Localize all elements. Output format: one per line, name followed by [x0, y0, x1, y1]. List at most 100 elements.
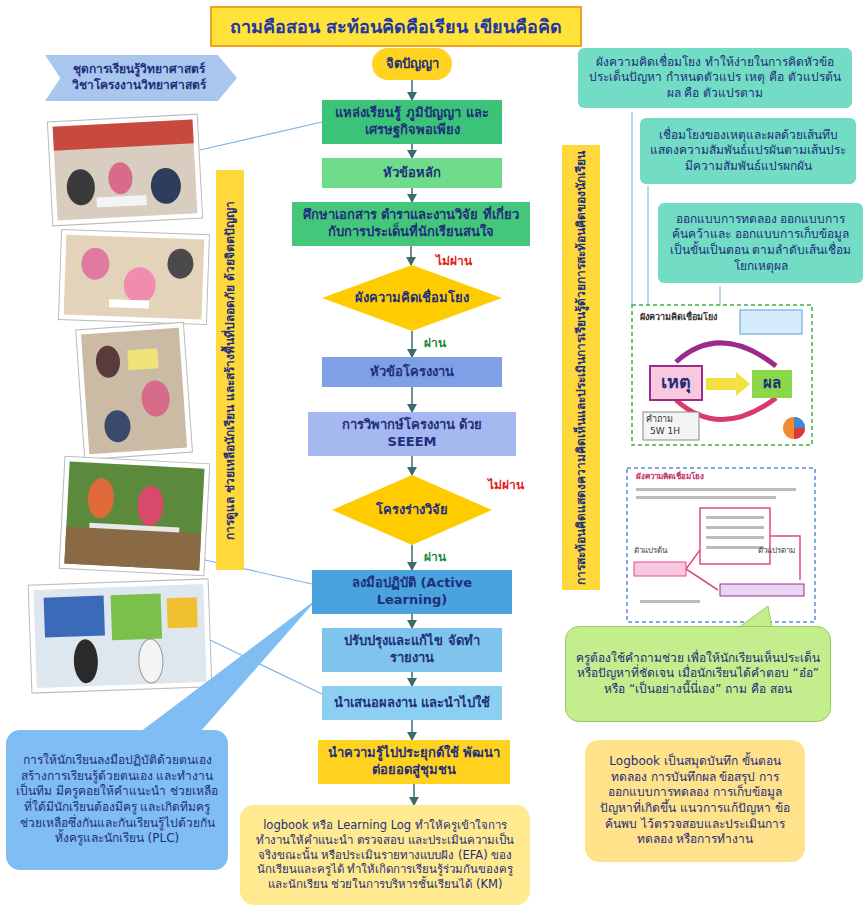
end-box: นำความรู้ไปประยุกต์ใช้ พัฒนาต่อยอดสู่ชุม…: [318, 740, 510, 784]
node-text: หัวข้อหลัก: [383, 165, 441, 182]
drawn-rect: [167, 597, 198, 628]
drawn-ellipse: [138, 639, 164, 684]
drawn-rect: [640, 600, 700, 603]
flow-connector: [411, 720, 413, 740]
drawn-rect: [632, 305, 812, 445]
drawn-rect: [636, 496, 776, 499]
process-box: นำเสนอผลงาน และนำไปใช้: [322, 686, 502, 720]
process-box: การวิพากษ์โครงงาน ด้วย SEEEM: [308, 412, 516, 456]
drawn-rect: [643, 412, 699, 440]
drawn-rect: [47, 114, 202, 226]
decision-diamond: ผังความคิดเชื่อมโยง: [322, 265, 502, 331]
drawn-rect: [636, 488, 796, 491]
drawn-ellipse: [140, 380, 170, 418]
drawn-ellipse: [136, 485, 164, 526]
drawn-rect: [44, 596, 105, 638]
drawn-ellipse: [108, 162, 134, 195]
edge-label: ผ่าน: [422, 550, 448, 564]
photo: [28, 579, 212, 693]
note-callout: เชื่อมโยงของเหตุและผลด้วยเส้นทึบ แสดงควา…: [640, 118, 856, 184]
node-text: ครูต้องใช้คำถามช่วย เพื่อให้นักเรียนเห็น…: [575, 651, 821, 698]
start-terminal: จิตปัญญา: [372, 48, 452, 80]
flow-connector: [411, 387, 413, 412]
flow-connector: [413, 784, 415, 805]
side-band: การดูแล ช่วยเหลือนักเรียน และสร้างพื้นที…: [216, 170, 244, 570]
callout-tail: [738, 606, 772, 628]
node-text: นำความรู้ไปประยุกต์ใช้ พัฒนาต่อยอดสู่ชุม…: [327, 745, 501, 779]
drawn-ellipse: [103, 409, 131, 443]
process-box: ลงมือปฏิบัติ (Active Learning): [312, 570, 512, 614]
drawn-rect: [64, 462, 204, 571]
drawn-ellipse: [95, 345, 121, 379]
node-text: Logbook เป็นสมุดบันทึก ขั้นตอนทดลอง การบ…: [594, 754, 796, 848]
drawn-rect: [96, 195, 146, 208]
flow-connector: [411, 614, 413, 628]
flow-connector: [411, 672, 413, 686]
free-label: ตัวแปรต้น: [634, 546, 667, 556]
process-box: หัวข้อโครงงาน: [322, 357, 502, 387]
note-callout: ผังความคิดเชื่อมโยง ทำให้ง่ายในการคิดหัว…: [578, 48, 852, 108]
node-text: ผังความคิดเชื่อมโยง ทำให้ง่ายในการคิดหัว…: [587, 55, 843, 102]
mind-map-image: [632, 305, 812, 445]
node-text: ปรับปรุงและแก้ไข จัดทำรายงาน: [331, 633, 493, 667]
drawn-ellipse: [81, 247, 110, 280]
course-ribbon: ชุดการเรียนรู้วิทยาศาสตร์ วิชาโครงงานวิท…: [45, 55, 237, 101]
drawn-ellipse: [167, 248, 194, 279]
photo: [58, 229, 209, 324]
drawn-rect: [64, 526, 201, 570]
free-label: ผังความคิดเชื่อมโยง: [636, 472, 704, 482]
node-text: การวิพากษ์โครงงาน ด้วย SEEEM: [317, 417, 507, 451]
drawn-rect: [58, 229, 209, 324]
free-label: ผล: [752, 374, 792, 392]
node-text: ศึกษาเอกสาร ตำราและงานวิจัย ที่เกี่ยวกับ…: [301, 207, 521, 241]
process-box: ปรับปรุงและแก้ไข จัดทำรายงาน: [322, 628, 502, 672]
drawn-ellipse: [123, 267, 156, 304]
note-callout: logbook หรือ Learning Log ทำให้ครูเข้าใจ…: [240, 805, 530, 905]
free-label: คำถาม: [646, 414, 673, 425]
photo: [76, 322, 193, 459]
diagram-title: ถามคือสอน สะท้อนคิดคือเรียน เขียนคือคิด: [210, 6, 582, 47]
drawn-rect: [706, 516, 764, 519]
drawn-rect: [33, 584, 206, 688]
free-label: ไม่ผ่าน: [436, 254, 472, 268]
drawn-circle: [783, 417, 805, 439]
note-callout: การให้นักเรียนลงมือปฏิบัติด้วยตนเองสร้าง…: [6, 730, 228, 870]
drawn-rect: [706, 536, 764, 539]
free-label: 5W 1H: [650, 426, 680, 437]
node-text: การให้นักเรียนลงมือปฏิบัติด้วยตนเองสร้าง…: [15, 753, 219, 847]
drawn-rect: [700, 508, 770, 564]
band-text: การดูแล ช่วยเหลือนักเรียน และสร้างพื้นที…: [223, 170, 238, 570]
free-label: ตัวแปรตาม: [758, 546, 795, 556]
node-text: จิตปัญญา: [386, 56, 439, 73]
photo: [59, 456, 210, 575]
node-text: หัวข้อโครงงาน: [370, 364, 454, 381]
free-label: เหตุ: [650, 371, 702, 393]
flow-connector: [411, 188, 413, 202]
drawn-ellipse: [73, 639, 99, 684]
leader-line: [648, 186, 649, 305]
diamond-outline: [322, 265, 502, 331]
drawn-path: [686, 569, 718, 590]
drawn-rect: [706, 526, 764, 529]
leader-line: [720, 286, 721, 305]
drawn-rect: [752, 370, 792, 398]
ribbon-outline: [45, 55, 237, 101]
free-label: ผังความคิดเชื่อมโยง: [640, 312, 717, 323]
drawn-path: [686, 550, 700, 569]
band-text: การสะท้อนคิดแสดงความคิดเห็นและประเมินการ…: [574, 145, 589, 590]
photo: [47, 114, 202, 226]
drawn-rect: [720, 584, 804, 596]
node-text: แหล่งเรียนรู้ ภูมิปัญญา และเศรษฐกิจพอเพี…: [331, 105, 493, 139]
node-text: โครงร่างวิจัย: [376, 502, 448, 519]
decision-diamond: โครงร่างวิจัย: [332, 475, 492, 545]
node-text: ลงมือปฏิบัติ (Active Learning): [321, 575, 503, 609]
node-text: นำเสนอผลงาน และนำไปใช้: [334, 695, 491, 712]
drawn-polygon: [706, 372, 750, 396]
free-label: ไม่ผ่าน: [488, 478, 524, 492]
diamond-outline: [332, 475, 492, 545]
drawn-rect: [59, 456, 210, 575]
drawn-rect: [127, 348, 158, 370]
variable-map-image: [627, 468, 815, 622]
process-box: หัวข้อหลัก: [322, 158, 502, 188]
